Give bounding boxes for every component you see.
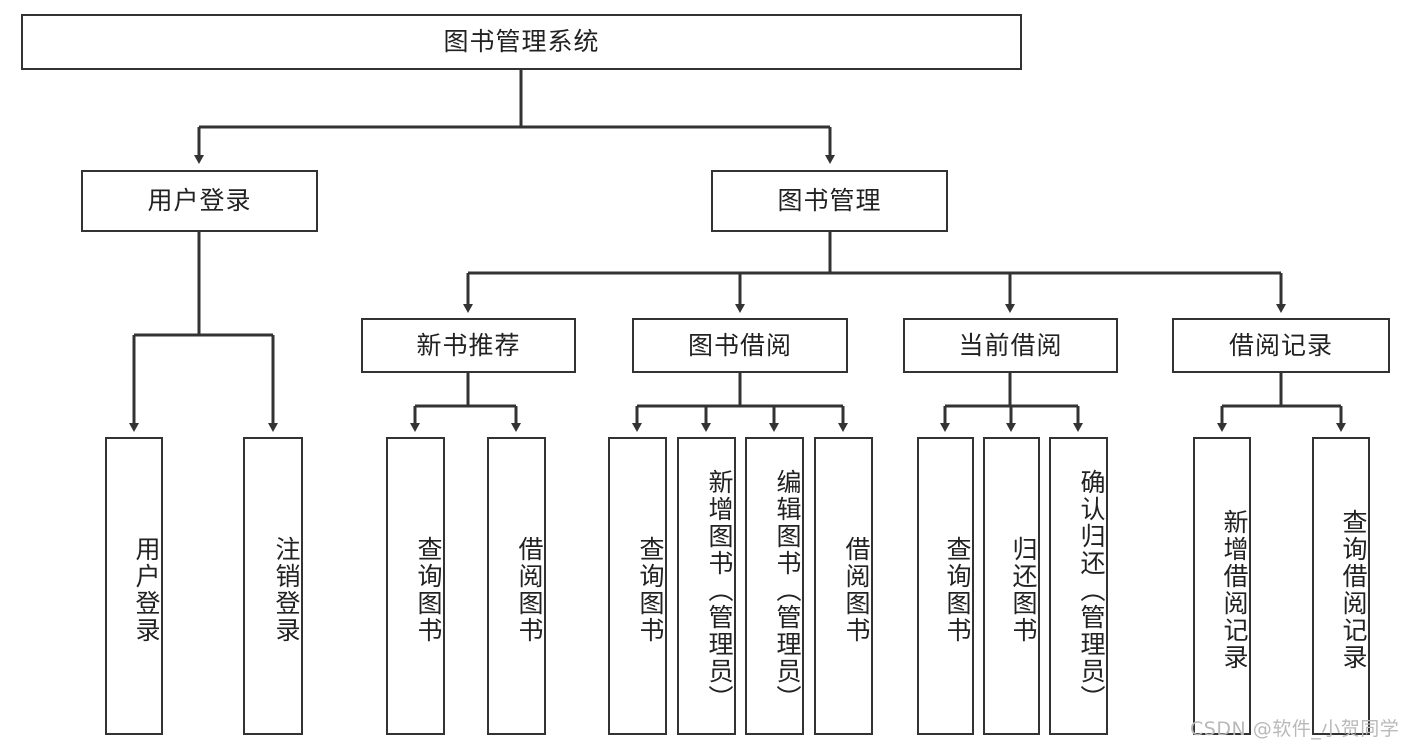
node-root-system[interactable]: 图书管理系统 bbox=[21, 14, 1022, 70]
leaf-label: 查询图书 bbox=[414, 536, 443, 644]
node-book-management[interactable]: 图书管理 bbox=[711, 170, 948, 232]
leaf-label: 查询图书 bbox=[943, 536, 972, 644]
leaf-label: 借阅图书 bbox=[842, 536, 871, 644]
edge-book-borrow-to-leaves bbox=[632, 373, 848, 432]
leaf-label: 用户登录 bbox=[132, 536, 161, 644]
leaf-label: 新增借阅记录 bbox=[1220, 509, 1249, 671]
node-leaf-query-book-borrow[interactable]: 查询图书 bbox=[608, 437, 667, 735]
edge-book-management-to-level3 bbox=[463, 232, 1286, 313]
node-leaf-query-book-current[interactable]: 查询图书 bbox=[917, 437, 974, 735]
edge-user-login-to-leaves bbox=[129, 232, 278, 432]
leaf-label: 查询借阅记录 bbox=[1339, 509, 1368, 671]
node-leaf-borrow-book-rec[interactable]: 借阅图书 bbox=[487, 437, 546, 735]
node-leaf-confirm-return[interactable]: 确认归还（管理员） bbox=[1049, 437, 1108, 735]
edge-current-borrow-to-leaves bbox=[940, 373, 1083, 432]
node-new-book-recommend[interactable]: 新书推荐 bbox=[361, 318, 576, 373]
node-leaf-return-book[interactable]: 归还图书 bbox=[983, 437, 1040, 735]
node-leaf-add-borrow-record[interactable]: 新增借阅记录 bbox=[1193, 437, 1251, 735]
node-leaf-user-login[interactable]: 用户登录 bbox=[105, 437, 163, 735]
leaf-label: 查询图书 bbox=[636, 536, 665, 644]
node-leaf-edit-book[interactable]: 编辑图书（管理员） bbox=[745, 437, 804, 735]
node-leaf-add-book[interactable]: 新增图书（管理员） bbox=[677, 437, 736, 735]
csdn-watermark: CSDN @软件_小贺同学 bbox=[1190, 718, 1400, 740]
node-current-borrow[interactable]: 当前借阅 bbox=[903, 318, 1118, 373]
node-book-borrow[interactable]: 图书借阅 bbox=[632, 318, 848, 373]
edge-new-book-recommend-to-leaves bbox=[410, 373, 521, 432]
node-leaf-user-logout[interactable]: 注销登录 bbox=[243, 437, 303, 735]
leaf-label: 注销登录 bbox=[272, 536, 301, 644]
leaf-label: 新增图书（管理员） bbox=[705, 468, 734, 712]
node-user-login[interactable]: 用户登录 bbox=[81, 170, 318, 232]
leaf-label: 确认归还（管理员） bbox=[1077, 468, 1106, 712]
leaf-label: 归还图书 bbox=[1009, 536, 1038, 644]
leaf-label: 借阅图书 bbox=[515, 536, 544, 644]
node-borrow-record[interactable]: 借阅记录 bbox=[1172, 318, 1390, 373]
edge-borrow-record-to-leaves bbox=[1217, 373, 1346, 432]
edge-root-to-level2 bbox=[194, 70, 835, 164]
node-leaf-query-book-rec[interactable]: 查询图书 bbox=[386, 437, 445, 735]
leaf-label: 编辑图书（管理员） bbox=[773, 468, 802, 712]
node-leaf-borrow-book[interactable]: 借阅图书 bbox=[814, 437, 873, 735]
node-leaf-query-borrow-record[interactable]: 查询借阅记录 bbox=[1312, 437, 1370, 735]
